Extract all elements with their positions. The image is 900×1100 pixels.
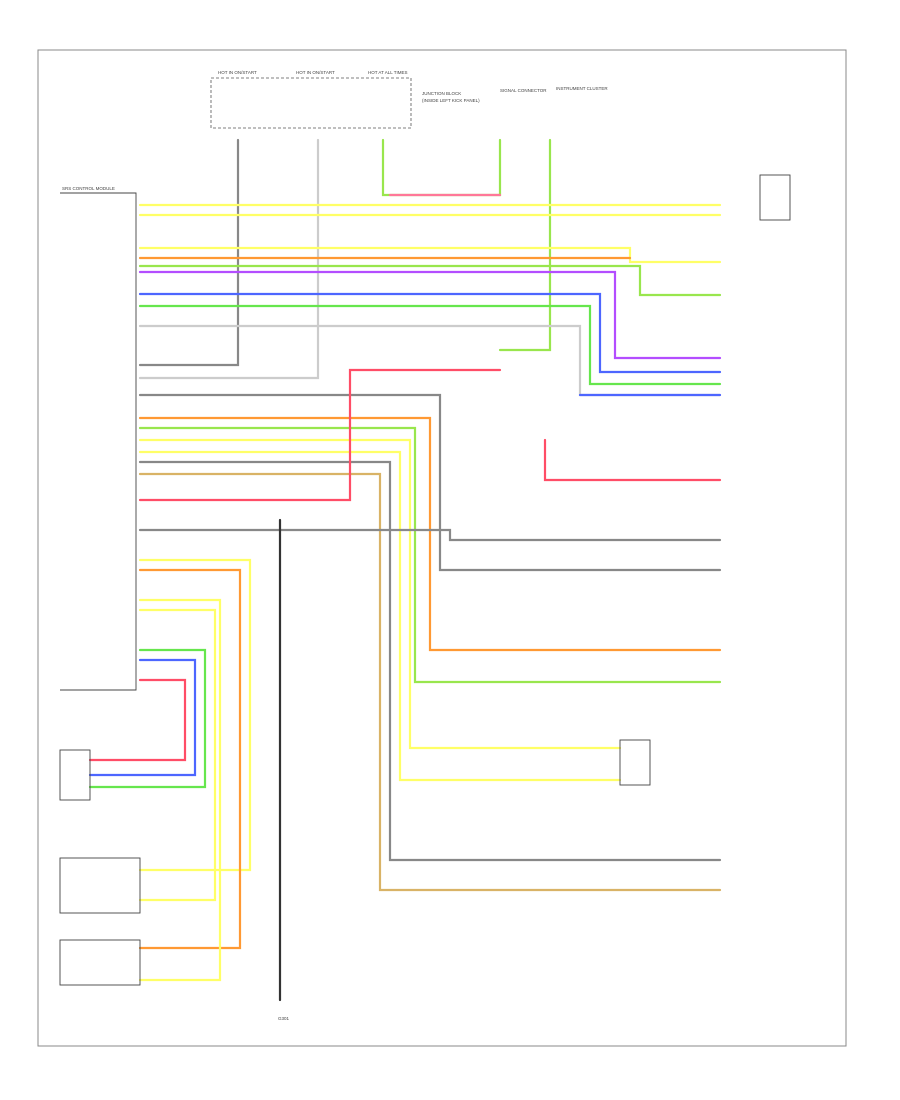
signal-connector-label: SIGNAL CONNECTOR: [500, 88, 547, 93]
srs-module-label: SRS CONTROL MODULE: [62, 186, 115, 191]
fuse-label-2: HOT IN ON/START: [296, 70, 335, 75]
ground-label: G301: [278, 1016, 290, 1021]
instrument-cluster-label: INSTRUMENT CLUSTER: [556, 86, 608, 91]
junction-block: HOT IN ON/START HOT IN ON/START HOT AT A…: [210, 70, 480, 129]
srs-control-module: SRS CONTROL MODULE: [60, 186, 137, 691]
fuse-label-3: HOT AT ALL TIMES: [368, 70, 408, 75]
lower-wires: [88, 518, 282, 1002]
component-boxes: [59, 174, 791, 986]
junction-block-label: JUNCTION BLOCK: [422, 91, 461, 96]
horizontal-wires: [138, 203, 722, 892]
fuse-label-1: HOT IN ON/START: [218, 70, 257, 75]
diagram-border: [37, 49, 847, 1047]
junction-block-sub: (INSIDE LEFT KICK PANEL): [422, 98, 480, 103]
vertical-wires: [138, 138, 552, 380]
